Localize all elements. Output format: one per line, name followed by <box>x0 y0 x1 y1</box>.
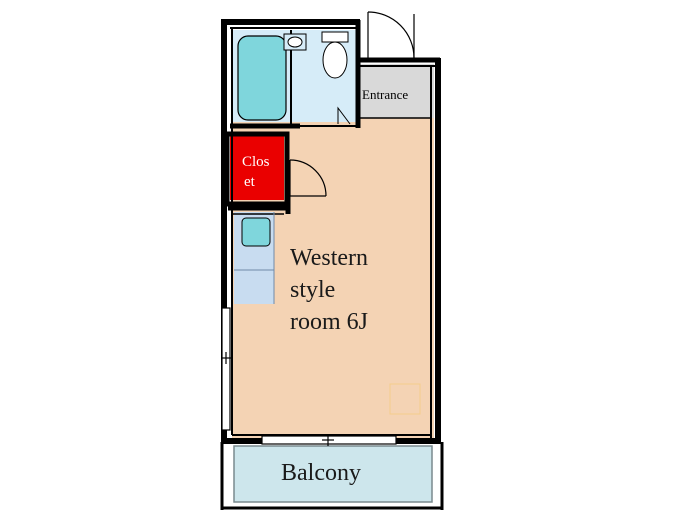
kitchen-counter <box>234 212 275 304</box>
left-window <box>221 307 231 431</box>
western-room-label-line3: room 6J <box>290 309 368 335</box>
western-room-label-line1: Western <box>290 245 368 271</box>
closet-walls <box>224 131 290 207</box>
bath-door-icon <box>337 106 351 125</box>
closet-label-line2: et <box>244 174 256 190</box>
closet-door-icon <box>289 159 327 197</box>
entrance-floor <box>360 64 434 118</box>
toilet-icon <box>321 31 349 79</box>
western-room-label-line2: style <box>290 277 335 303</box>
closet-label-line1: Clos <box>242 154 270 170</box>
balcony-label: Balcony <box>281 460 361 486</box>
kitchen-sink-icon <box>241 217 271 247</box>
sink-icon <box>283 33 307 51</box>
balcony-window <box>261 434 397 446</box>
entrance-door-icon <box>367 11 415 62</box>
closet-floor <box>230 136 284 200</box>
bathtub-icon <box>237 35 287 121</box>
watermark <box>389 383 421 415</box>
entrance-label: Entrance <box>362 87 408 102</box>
balcony-floor <box>233 445 433 503</box>
kitchen-walls <box>228 196 291 215</box>
